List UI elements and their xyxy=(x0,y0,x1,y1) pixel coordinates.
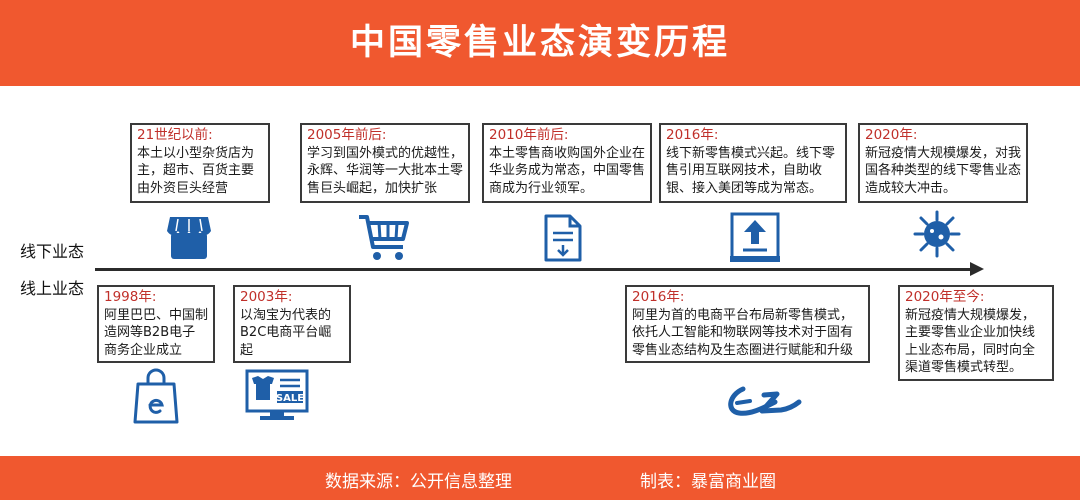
timeline-arrow-head xyxy=(970,262,984,276)
event-time: 2016年: xyxy=(632,289,685,305)
event-box-offline-pre2000: 21世纪以前: 本土以小型杂货店为主，超市、百货主要由外资巨头经营 xyxy=(130,123,270,203)
event-description: 学习到国外模式的优越性，永辉、华润等一大批本土零售巨头崛起，加快扩张 xyxy=(307,145,464,196)
document-icon xyxy=(543,213,583,263)
event-time: 2005年前后: xyxy=(307,127,387,143)
event-time: 2020年至今: xyxy=(905,289,985,305)
event-description: 新冠疫情大规模爆发，主要零售业企业加快线上业态布局，同时向全渠道零售模式转型。 xyxy=(905,307,1036,376)
event-time: 2020年: xyxy=(865,127,918,143)
store-icon xyxy=(166,213,212,261)
event-time: 1998年: xyxy=(104,289,157,305)
lane-label-online: 线上业态 xyxy=(20,279,85,298)
event-description: 新冠疫情大规模爆发，对我国各种类型的线下零售业态造成较大冲击。 xyxy=(865,145,1022,196)
event-box-offline-2020: 2020年: 新冠疫情大规模爆发，对我国各种类型的线下零售业态造成较大冲击。 xyxy=(858,123,1028,203)
event-box-online-2016: 2016年: 阿里为首的电商平台布局新零售模式，依托人工智能和物联网等技术对于固… xyxy=(625,285,870,363)
event-box-online-2003: 2003年: 以淘宝为代表的B2C电商平台崛起 xyxy=(233,285,351,363)
cart-icon xyxy=(357,213,411,263)
sale-icon: SALE xyxy=(244,368,310,422)
alibaba-logo-icon xyxy=(723,380,803,420)
upload-icon xyxy=(728,210,782,264)
footer-maker: 制表：暴富商业圈 xyxy=(640,472,776,492)
event-description: 本土零售商收购国外企业在华业务成为常态，中国零售商成为行业领军。 xyxy=(489,145,646,196)
lane-label-offline: 线下业态 xyxy=(20,242,85,261)
event-description: 线下新零售模式兴起。线下零售引用互联网技术，自助收银、接入美团等成为常态。 xyxy=(666,145,836,196)
event-box-online-2020: 2020年至今: 新冠疫情大规模爆发，主要零售业企业加快线上业态布局，同时向全渠… xyxy=(898,285,1054,381)
virus-icon xyxy=(913,210,961,258)
header-banner: 中国零售业态演变历程 xyxy=(0,0,1080,86)
event-time: 2003年: xyxy=(240,289,293,305)
event-description: 本土以小型杂货店为主，超市、百货主要由外资巨头经营 xyxy=(137,145,255,196)
event-time: 21世纪以前: xyxy=(137,127,213,143)
event-description: 以淘宝为代表的B2C电商平台崛起 xyxy=(240,307,332,358)
svg-text:SALE: SALE xyxy=(276,393,304,404)
event-box-offline-2005: 2005年前后: 学习到国外模式的优越性，永辉、华润等一大批本土零售巨头崛起，加… xyxy=(300,123,470,203)
event-description: 阿里巴巴、中国制造网等B2B电子商务企业成立 xyxy=(104,307,209,358)
event-box-online-1998: 1998年: 阿里巴巴、中国制造网等B2B电子商务企业成立 xyxy=(97,285,215,363)
event-box-offline-2016: 2016年: 线下新零售模式兴起。线下零售引用互联网技术，自助收银、接入美团等成… xyxy=(659,123,847,203)
footer-banner: 数据来源：公开信息整理 制表：暴富商业圈 xyxy=(0,456,1080,500)
page-title: 中国零售业态演变历程 xyxy=(349,23,730,63)
event-box-offline-2010: 2010年前后: 本土零售商收购国外企业在华业务成为常态，中国零售商成为行业领军… xyxy=(482,123,652,203)
event-description: 阿里为首的电商平台布局新零售模式，依托人工智能和物联网等技术对于固有零售业态结构… xyxy=(632,307,854,358)
footer-data-source: 数据来源：公开信息整理 xyxy=(325,472,512,492)
ecommerce-bag-icon xyxy=(133,368,179,426)
event-time: 2016年: xyxy=(666,127,719,143)
event-time: 2010年前后: xyxy=(489,127,569,143)
timeline-axis xyxy=(95,268,975,271)
